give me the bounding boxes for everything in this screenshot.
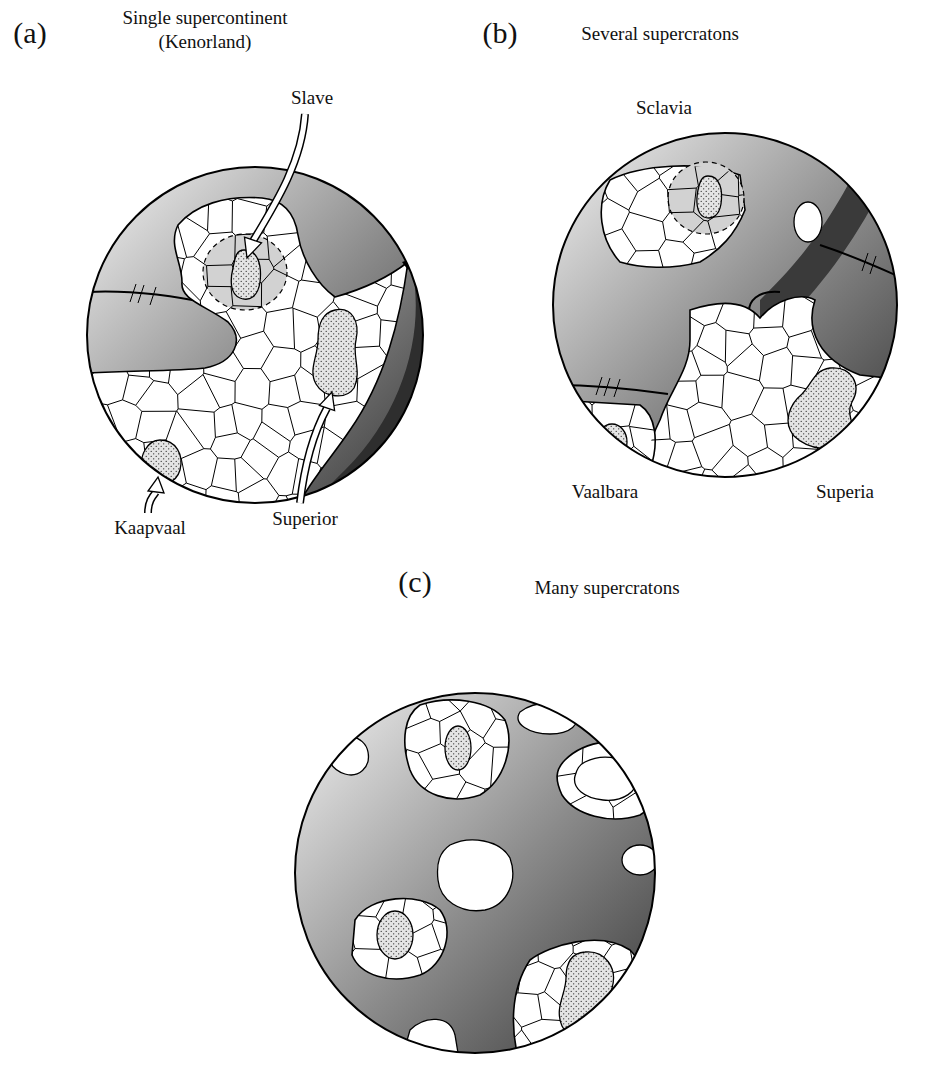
island — [438, 840, 513, 911]
island — [400, 1019, 460, 1065]
transform-fault — [596, 377, 620, 397]
ridge — [552, 385, 668, 394]
callout-arrow — [148, 477, 164, 513]
globe-b — [510, 133, 928, 530]
craton — [377, 911, 413, 959]
terrane-boundary — [510, 370, 685, 530]
ridge — [820, 245, 902, 278]
craton-name: Slave — [291, 86, 333, 110]
callout-arrow — [300, 392, 335, 503]
terrane-network — [322, 869, 477, 1009]
panel-heading: Single supercontinent (Kenorland) — [90, 6, 320, 54]
terrane-network — [571, 136, 775, 297]
globe-outline — [295, 693, 655, 1053]
craton — [142, 440, 181, 484]
callout-arrow — [245, 114, 306, 258]
terrane-boundary — [322, 869, 477, 1009]
island — [794, 202, 822, 242]
craton — [788, 368, 856, 449]
panel-heading: Many supercratons — [534, 576, 679, 600]
terrane-network — [527, 711, 691, 849]
terrane-boundary — [610, 267, 928, 530]
terrane-boundary — [527, 711, 691, 849]
supercraton-name: Vaalbara — [572, 480, 638, 504]
craton — [697, 176, 722, 218]
globe-outline — [87, 167, 423, 503]
panel-letter: (a) — [13, 14, 46, 52]
supercraton-name: Sclavia — [636, 96, 692, 120]
craton — [313, 309, 357, 395]
craton — [231, 250, 260, 299]
panel-letter: (b) — [483, 14, 518, 52]
panel-heading: Several supercratons — [581, 22, 739, 46]
terrane-network — [510, 370, 685, 530]
craton-name: Kaapvaal — [114, 516, 186, 540]
craton-name: Superior — [272, 507, 337, 531]
globe-a — [30, 167, 438, 550]
terrane-network — [30, 167, 438, 550]
transform-fault — [130, 284, 156, 305]
terrane-boundary — [571, 136, 775, 297]
globe-c — [295, 670, 691, 1070]
terrane-network — [610, 267, 928, 530]
dashed-region — [203, 234, 287, 310]
craton — [445, 726, 471, 770]
continent — [513, 940, 645, 1065]
supercraton-name: Superia — [816, 480, 874, 504]
panel-letter: (c) — [398, 563, 431, 601]
terrane-boundary — [483, 910, 675, 1070]
terrane-network — [483, 910, 675, 1070]
island — [328, 736, 368, 775]
terrane-boundary — [30, 167, 438, 550]
dashed-region — [668, 162, 744, 234]
globe-outline — [553, 133, 897, 477]
transform-fault — [862, 253, 876, 274]
